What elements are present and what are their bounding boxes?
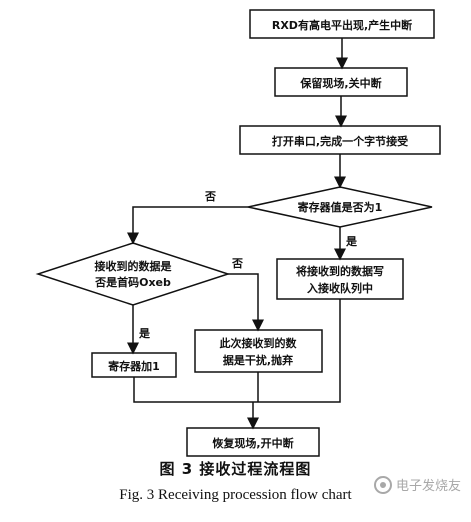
connector-n4-merge	[253, 299, 341, 403]
connector-d1-no	[127, 206, 248, 245]
label-d1-yes: 是	[345, 235, 358, 248]
node-open-serial: 打开串口,完成一个字节接受	[239, 125, 441, 155]
figure-caption-english: Fig. 3 Receiving procession flow chart	[119, 487, 352, 503]
decision-header-byte-text-1: 接收到的数据是	[95, 259, 173, 273]
decision-register-is-1: 寄存器值是否为1	[247, 186, 433, 228]
watermark: 电子发烧友	[373, 475, 461, 494]
node-write-queue: 将接收到的数据写 入接收队列中	[276, 258, 404, 300]
connector-n6-merge	[133, 377, 253, 403]
node-discard-noise-text-2: 据是干扰,抛弃	[223, 353, 293, 367]
connector-d2-no	[228, 273, 264, 332]
node-restore-context: 恢复现场,开中断	[186, 427, 320, 457]
node-register-increment: 寄存器加1	[91, 352, 177, 378]
node-discard-noise-text-1: 此次接收到的数	[220, 336, 298, 350]
node-open-serial-text: 打开串口,完成一个字节接受	[272, 134, 408, 148]
decision-header-byte-text-2: 否是首码Oxeb	[94, 275, 171, 289]
node-write-queue-text-1: 将接收到的数据写	[296, 264, 384, 278]
label-d1-no: 否	[204, 190, 216, 203]
node-restore-context-text: 恢复现场,开中断	[212, 436, 293, 450]
figure-caption-chinese: 图 3 接收过程流程图	[159, 460, 312, 478]
label-d2-yes: 是	[138, 327, 151, 340]
node-rxd-interrupt: RXD有高电平出现,产生中断	[249, 9, 435, 39]
watermark-text: 电子发烧友	[395, 479, 461, 494]
node-save-context-text: 保留现场,关中断	[299, 76, 381, 90]
node-discard-noise: 此次接收到的数 据是干扰,抛弃	[194, 329, 323, 373]
node-rxd-interrupt-text: RXD有高电平出现,产生中断	[272, 18, 412, 32]
decision-header-byte: 接收到的数据是 否是首码Oxeb	[35, 242, 231, 306]
watermark-logo-icon	[373, 475, 392, 494]
decision-register-is-1-text: 寄存器值是否为1	[298, 200, 383, 214]
label-d2-no: 否	[231, 257, 243, 270]
node-write-queue-text-2: 入接收队列中	[307, 281, 373, 295]
node-register-increment-text: 寄存器加1	[108, 359, 160, 373]
flow-connectors	[127, 38, 348, 430]
node-save-context: 保留现场,关中断	[274, 67, 408, 97]
